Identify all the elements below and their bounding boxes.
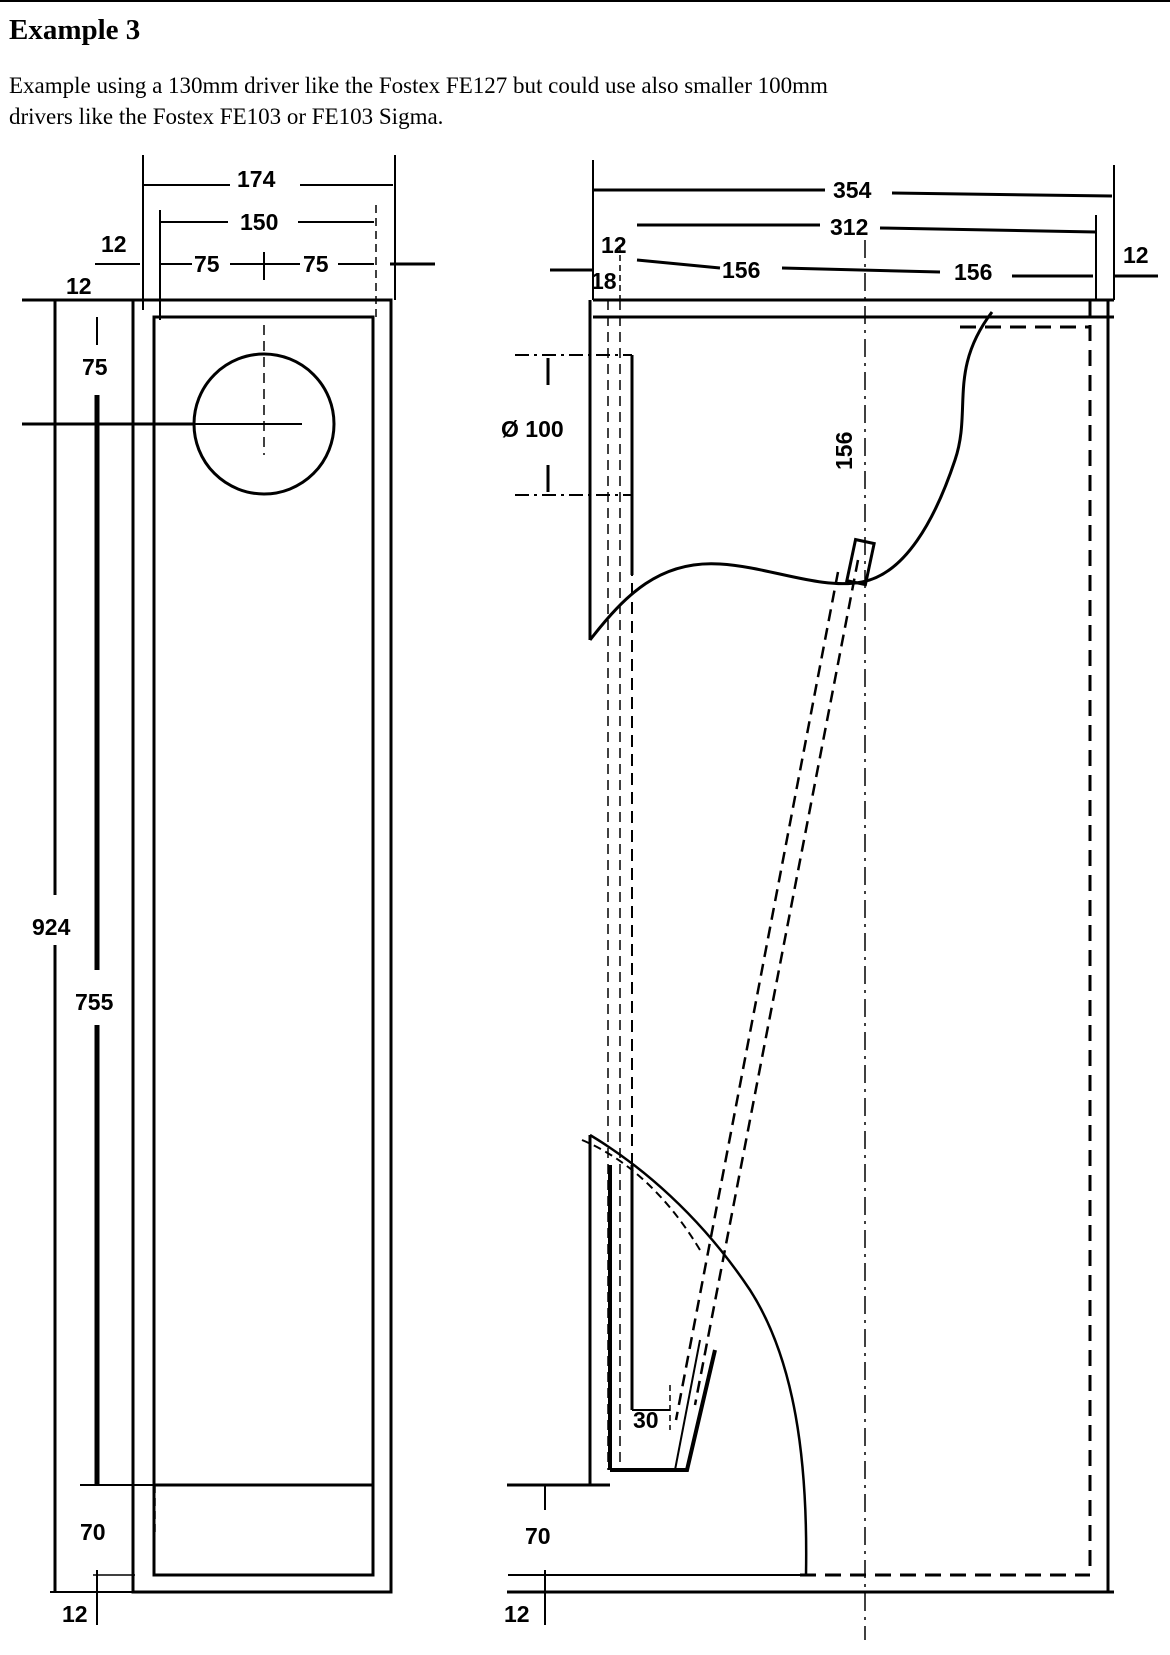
side-label-70: 70 — [525, 1523, 551, 1549]
front-label-70: 70 — [80, 1519, 106, 1545]
front-label-75a: 75 — [194, 251, 220, 277]
front-inner-outline — [152, 315, 375, 1577]
side-label-12-back: 12 — [1123, 242, 1149, 268]
side-dim-354-right — [891, 191, 1113, 198]
side-dim-156-middle — [781, 266, 941, 274]
side-diagonal-1 — [693, 559, 860, 1406]
side-diagonal-cap — [845, 537, 876, 587]
front-label-755: 755 — [75, 989, 114, 1015]
front-label-924: 924 — [32, 914, 71, 940]
front-label-75b: 75 — [303, 251, 329, 277]
side-dim-156a-left — [636, 258, 721, 270]
front-label-12-bottom: 12 — [62, 1601, 88, 1627]
front-outer-outline — [131, 298, 393, 1594]
front-view — [22, 155, 435, 1625]
side-label-30: 30 — [633, 1407, 659, 1433]
top-rule — [0, 0, 1170, 2]
side-label-12-front: 12 — [601, 232, 627, 258]
side-label-312: 312 — [830, 214, 868, 240]
side-dim-312-right — [879, 226, 1097, 234]
side-label-156b: 156 — [954, 259, 992, 285]
side-label-354: 354 — [833, 177, 872, 203]
intro-line-2: drivers like the Fostex FE103 or FE103 S… — [9, 104, 444, 129]
page-title: Example 3 — [9, 14, 141, 46]
side-label-port: Ø 100 — [501, 416, 564, 442]
intro-line-1: Example using a 130mm driver like the Fo… — [9, 73, 828, 98]
side-breakaway-curve — [588, 311, 994, 641]
front-label-12-top: 12 — [66, 273, 92, 299]
front-label-150: 150 — [240, 209, 278, 235]
side-diagonal-2 — [674, 571, 840, 1421]
side-chamber-slot — [674, 1339, 701, 1471]
side-view — [507, 160, 1158, 1640]
side-bottom-arc — [589, 1133, 808, 1576]
side-label-156a: 156 — [722, 257, 760, 283]
side-bottom-arc-dashed — [581, 1139, 701, 1251]
side-label-12-bottom: 12 — [504, 1601, 530, 1627]
side-label-18: 18 — [591, 268, 617, 294]
front-label-12-side: 12 — [101, 231, 127, 257]
front-label-174: 174 — [237, 166, 276, 192]
side-chamber-floor — [610, 1349, 717, 1472]
intro-text: Example using a 130mm driver like the Fo… — [9, 70, 1009, 132]
front-label-75-driver: 75 — [82, 354, 108, 380]
side-label-156-center: 156 — [831, 432, 857, 470]
